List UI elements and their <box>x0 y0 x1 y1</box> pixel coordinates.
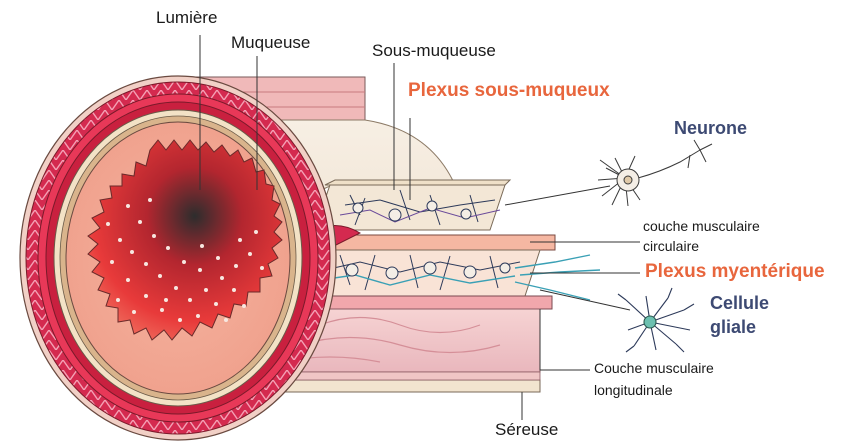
label-couche-musculaire-circulaire-line1: couche musculaire <box>643 218 760 234</box>
leader-cellule-gliale <box>540 290 630 310</box>
label-muqueuse: Muqueuse <box>231 33 310 53</box>
label-couche-musculaire-longitudinale-line1: Couche musculaire <box>594 360 714 376</box>
label-couche-musculaire-longitudinale-line2: longitudinale <box>594 382 673 398</box>
label-couche-musculaire-circulaire-line2: circulaire <box>643 238 699 254</box>
leader-couche-longitudinale <box>540 309 590 370</box>
label-lumiere: Lumière <box>156 8 217 28</box>
label-plexus-sous-muqueux: Plexus sous-muqueux <box>408 80 610 102</box>
label-neurone: Neurone <box>674 118 747 139</box>
label-cellule-gliale-line1: Cellule <box>710 293 769 314</box>
leader-neurone <box>505 186 610 205</box>
label-plexus-myenterique: Plexus myentérique <box>645 261 825 283</box>
neuron-illustration <box>598 140 712 206</box>
glial-cell-illustration <box>618 288 694 352</box>
label-sereuse: Séreuse <box>495 420 558 440</box>
label-sous-muqueuse: Sous-muqueuse <box>372 41 496 61</box>
label-cellule-gliale-line2: gliale <box>710 317 756 338</box>
